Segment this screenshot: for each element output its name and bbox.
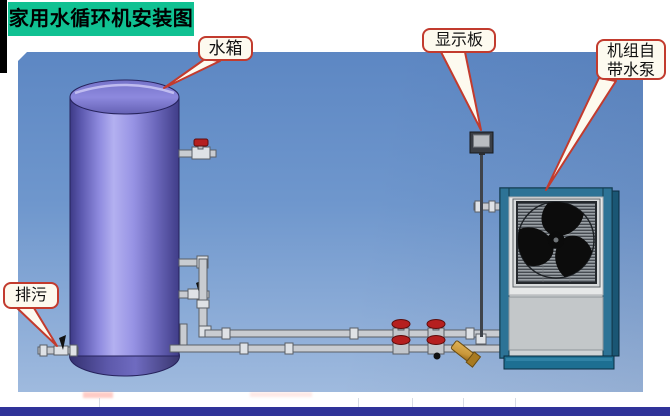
- handwheel-valve-4: [426, 335, 446, 360]
- ruler-tick: [515, 398, 516, 407]
- handwheel-valve-1: [391, 319, 411, 340]
- callout-unit-pump-line1: 机组自: [606, 43, 655, 60]
- callout-tank-label: 水箱: [208, 39, 243, 58]
- callout-tail-drain: [15, 306, 58, 347]
- callout-tail-display: [440, 51, 482, 131]
- ruler-tick: [463, 398, 464, 407]
- callout-unit-pump: 机组自 带水泵: [596, 39, 666, 80]
- unit-side-face: [611, 190, 620, 357]
- y-strainer: [450, 340, 482, 368]
- drain-valve: [53, 335, 69, 356]
- drain-pipe: [37, 335, 79, 357]
- callout-display-label: 显示板: [434, 32, 483, 49]
- ruler-tick: [412, 398, 413, 407]
- tank-top-valve: [178, 138, 217, 160]
- watermark-smudge: [250, 392, 312, 397]
- ruler-tick: [99, 398, 100, 407]
- riser-pipe: [198, 258, 208, 332]
- callout-tail-pump: [545, 77, 617, 191]
- water-tank: [69, 79, 180, 377]
- display-cable: [480, 155, 483, 337]
- left-edge-strip: [0, 0, 7, 73]
- unit-lower-panel: [508, 296, 604, 351]
- callout-unit-pump-line2: 带水泵: [606, 62, 655, 79]
- piping: [37, 138, 506, 368]
- callout-tail-tank: [163, 58, 221, 89]
- callout-drain-label: 排污: [14, 287, 47, 304]
- watermark-smudge: [83, 392, 113, 398]
- callout-drain: 排污: [3, 282, 59, 309]
- drain-cock: [433, 352, 441, 360]
- unit-base: [503, 355, 615, 370]
- callout-tank: 水箱: [198, 36, 253, 61]
- footer-bar: [0, 407, 670, 416]
- handwheel-valve-2: [426, 319, 446, 340]
- ruler-tick: [358, 398, 359, 407]
- handwheel-valve-3: [391, 335, 411, 355]
- display-panel: [469, 131, 494, 155]
- callout-display-board: 显示板: [422, 28, 496, 53]
- tank-dome-highlight: [74, 83, 175, 95]
- diagram-title: 家用水循环机安装图: [8, 2, 194, 36]
- heat-pump-unit: [499, 187, 620, 370]
